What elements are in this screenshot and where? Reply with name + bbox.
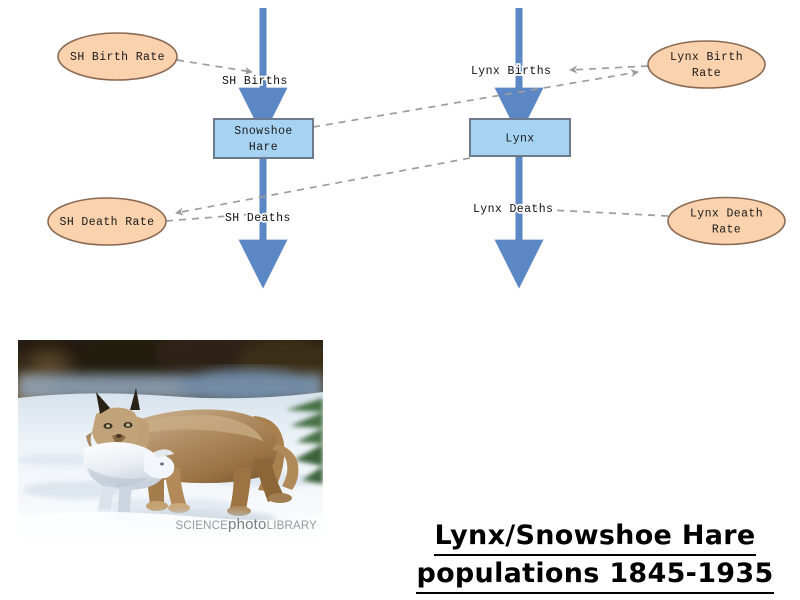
stock-flow-diagram: Snowshoe Hare Lynx SH Birth Rate SH Deat… <box>47 8 786 289</box>
caption-line-1: Lynx/Snowshoe Hare <box>434 518 756 557</box>
rate-sh-birth-rate[interactable]: SH Birth Rate <box>57 32 178 81</box>
link-lynx-death-rate-to-lynx-deaths <box>529 205 669 217</box>
stock-lynx-label-line1: Lynx <box>505 133 534 146</box>
rate-sh-death-rate-label: SH Death Rate <box>60 216 155 229</box>
rate-sh-birth-rate-label: SH Birth Rate <box>70 51 165 64</box>
watermark-photo: photo <box>228 516 267 533</box>
watermark-science: SCIENCE <box>175 520 229 532</box>
rate-lynx-death-rate-label-line2: Rate <box>712 224 741 237</box>
svg-text:SH Deaths: SH Deaths <box>225 212 291 225</box>
rate-lynx-birth-rate-label-line1: Lynx Birth <box>670 51 743 64</box>
stock-snowshoe-hare-label-line1: Snowshoe <box>234 125 292 138</box>
link-snowshoe-hare-to-lynx-birth-rate <box>312 69 639 128</box>
link-sh-death-rate-to-sh-deaths <box>165 210 254 222</box>
stock-snowshoe-hare-label-line2: Hare <box>249 141 278 154</box>
caption-line-2: populations 1845-1935 <box>416 556 774 595</box>
svg-text:Lynx Deaths: Lynx Deaths <box>473 203 553 216</box>
stock-lynx[interactable]: Lynx <box>469 118 571 157</box>
flow-label-sh-deaths: SH Deaths <box>223 210 292 226</box>
link-lynx-birth-rate-to-lynx-births <box>569 65 649 74</box>
rate-lynx-birth-rate[interactable]: Lynx Birth Rate <box>647 40 766 89</box>
flow-label-sh-births: SH Births <box>220 73 289 89</box>
lynx-hare-photo: SCIENCEphotoLIBRARY <box>18 340 323 538</box>
watermark-library: LIBRARY <box>266 520 317 532</box>
rate-sh-death-rate[interactable]: SH Death Rate <box>47 197 167 246</box>
flow-label-lynx-deaths: Lynx Deaths <box>471 201 554 217</box>
svg-text:Lynx Births: Lynx Births <box>471 65 551 78</box>
stock-snowshoe-hare[interactable]: Snowshoe Hare <box>213 118 314 159</box>
rate-lynx-death-rate[interactable]: Lynx Death Rate <box>667 196 786 246</box>
lynx-hare-photo-image <box>18 340 323 538</box>
svg-text:SH Births: SH Births <box>222 75 288 88</box>
slide-caption: Lynx/Snowshoe Hare populations 1845-1935 <box>400 518 790 595</box>
rate-lynx-birth-rate-label-line2: Rate <box>692 67 721 80</box>
link-sh-birth-rate-to-sh-births <box>176 59 253 75</box>
link-lynx-to-sh-death-rate <box>175 157 471 216</box>
rate-lynx-death-rate-label-line1: Lynx Death <box>690 208 763 221</box>
photo-watermark: SCIENCEphotoLIBRARY <box>176 516 317 533</box>
flow-label-lynx-births: Lynx Births <box>469 63 552 79</box>
